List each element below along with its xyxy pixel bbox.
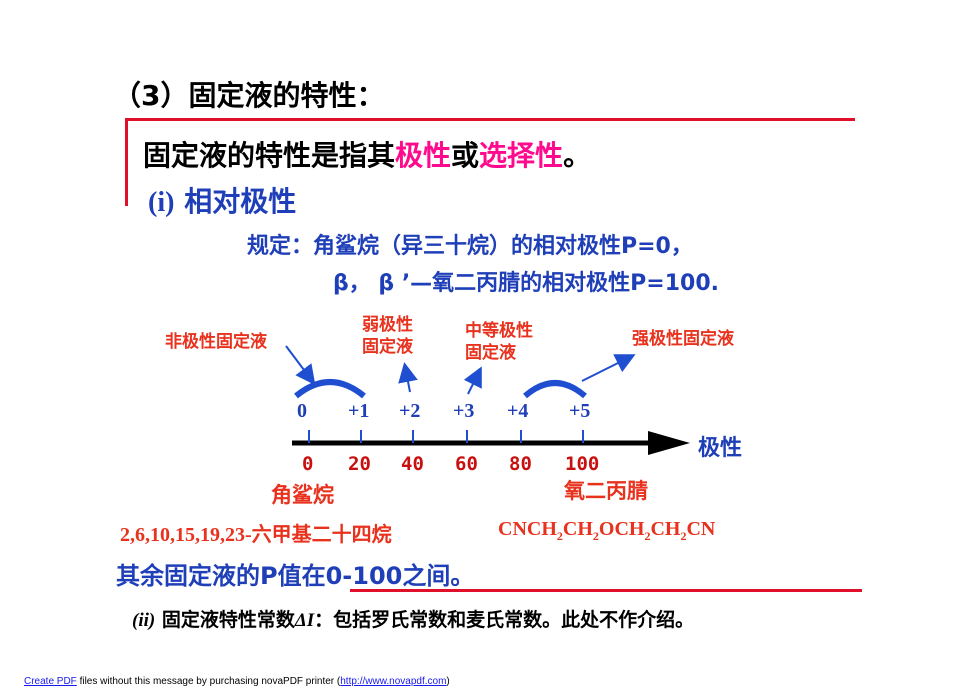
formula-part-5: CN <box>686 518 716 540</box>
grade-5: +5 <box>569 400 591 422</box>
grade-0: 0 <box>297 400 307 422</box>
weak-label: 弱极性 固定液 <box>362 314 413 358</box>
nonpolar-range-arc <box>294 379 366 399</box>
subsection-i-marker: (i) <box>148 187 175 218</box>
subsection-ii-text: ：包括罗氏常数和麦氏常数。此处不作介绍。 <box>314 609 695 631</box>
grade-3: +3 <box>453 400 475 422</box>
oxydipropionitrile-label: 氧二丙腈 <box>564 479 648 503</box>
strong-range-arc <box>523 380 587 399</box>
weak-label-line2: 固定液 <box>362 337 413 357</box>
left-accent-bar <box>125 118 128 206</box>
formula-sub-3: 2 <box>644 529 651 543</box>
section-heading: （3）固定液的特性： <box>113 79 385 112</box>
hexamethyl-name: 2,6,10,15,19,23-六甲基二十四烷 <box>120 524 392 546</box>
term-selectivity: 选择性 <box>479 139 564 172</box>
value-100: 100 <box>565 453 600 475</box>
medium-label: 中等极性 固定液 <box>465 320 533 364</box>
formula-sub-4: 2 <box>680 529 687 543</box>
oxydipropionitrile-formula: CNCH2CH2OCH2CH2CN <box>498 518 715 544</box>
subsection-ii-title: 固定液特性常数 <box>161 609 295 631</box>
medium-arrow <box>463 366 482 395</box>
novapdf-link[interactable]: http://www.novapdf.com <box>340 676 447 687</box>
formula-part-1: CNCH <box>498 518 557 540</box>
subsection-i-title: 相对极性 <box>184 185 297 218</box>
formula-sub-1: 2 <box>556 529 563 543</box>
delta-i-symbol: ΔI <box>294 610 315 631</box>
subsection-ii-marker: (ii) <box>132 610 156 631</box>
grade-1: +1 <box>348 400 370 422</box>
axis-arrowhead <box>648 431 690 455</box>
definition-prefix: 固定液的特性是指其 <box>143 139 396 172</box>
formula-part-3: OCH <box>598 518 645 540</box>
value-80: 80 <box>509 453 532 475</box>
remaining-range-note: 其余固定液的P值在0-100之间。 <box>116 562 475 590</box>
medium-label-line2: 固定液 <box>465 343 516 363</box>
rule-line-1: 规定：角鲨烷（异三十烷）的相对极性P=0， <box>247 234 693 259</box>
definition-line: 固定液的特性是指其极性或选择性。 <box>143 134 591 174</box>
value-40: 40 <box>401 453 424 475</box>
nonpolar-label: 非极性固定液 <box>165 332 267 352</box>
bottom-divider <box>350 589 862 592</box>
value-20: 20 <box>348 453 371 475</box>
definition-suffix: 。 <box>563 139 592 172</box>
footer-text: files without this message by purchasing… <box>76 676 341 687</box>
formula-sub-2: 2 <box>592 529 599 543</box>
definition-connector: 或 <box>451 139 480 172</box>
strong-label: 强极性固定液 <box>632 329 734 349</box>
pdf-footer: Create PDF files without this message by… <box>24 676 450 687</box>
formula-part-2: CH <box>562 518 593 540</box>
value-60: 60 <box>455 453 478 475</box>
squalane-label: 角鲨烷 <box>271 483 334 507</box>
nonpolar-arrow <box>285 345 316 386</box>
medium-label-line1: 中等极性 <box>465 321 533 341</box>
footer-close: ) <box>446 676 450 687</box>
create-pdf-link[interactable]: Create PDF <box>24 676 77 687</box>
top-divider <box>125 118 855 121</box>
value-0: 0 <box>302 453 314 475</box>
weak-arrow <box>398 362 418 393</box>
formula-part-4: CH <box>650 518 681 540</box>
weak-label-line1: 弱极性 <box>362 315 413 335</box>
strong-arrow <box>581 354 636 382</box>
grade-4: +4 <box>507 400 529 422</box>
subsection-ii-line: (ii) 固定液特性常数ΔI：包括罗氏常数和麦氏常数。此处不作介绍。 <box>132 605 694 632</box>
term-polarity: 极性 <box>395 139 452 172</box>
subsection-i-heading: (i) 相对极性 <box>148 180 296 220</box>
rule-line-2: β， β ’—氧二丙腈的相对极性P=100. <box>333 271 720 296</box>
axis-title: 极性 <box>698 436 743 461</box>
grade-2: +2 <box>399 400 421 422</box>
